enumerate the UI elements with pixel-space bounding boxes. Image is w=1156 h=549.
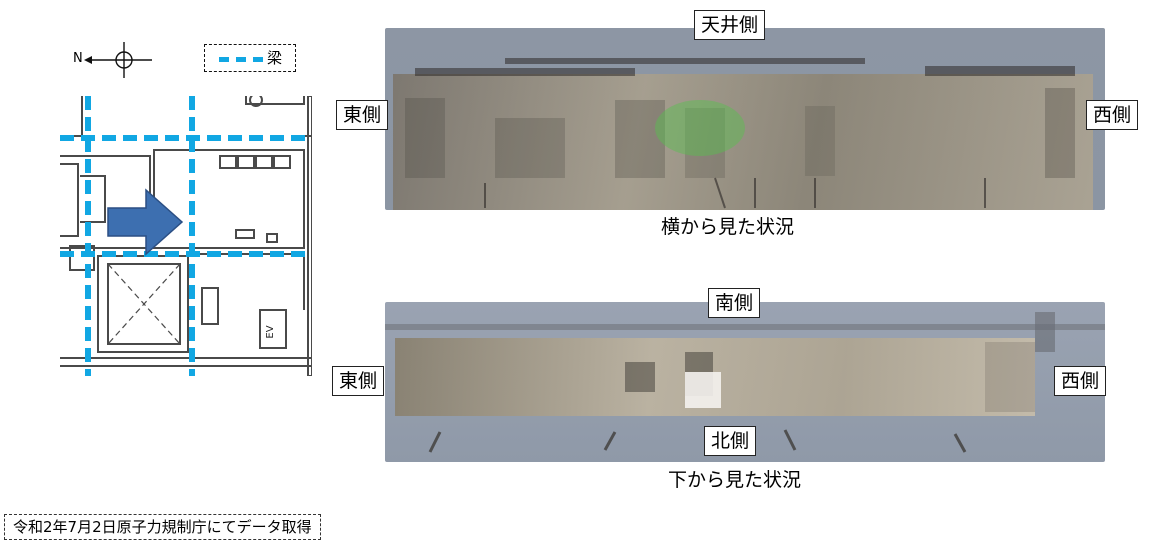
floor-plan: EV — [60, 96, 312, 376]
side-view-west-label: 西側 — [1086, 100, 1139, 130]
side-view-pointcloud — [385, 28, 1105, 210]
side-view-ceiling-label: 天井側 — [694, 10, 766, 40]
side-view-east-label: 東側 — [336, 100, 389, 130]
bottom-view-east-label: 東側 — [332, 366, 385, 396]
bottom-view-caption: 下から見た状況 — [668, 469, 802, 491]
beam-legend-label: 梁 — [267, 49, 283, 67]
bottom-view-north-label: 北側 — [704, 426, 757, 456]
north-arrow-icon — [84, 42, 152, 78]
view-direction-arrow-icon — [107, 188, 184, 256]
ev-label: EV — [265, 325, 276, 338]
side-view-caption: 横から見た状況 — [661, 216, 795, 238]
compass-north-label: N — [73, 51, 83, 66]
bottom-view-west-label: 西側 — [1054, 366, 1107, 396]
side-view-point-noise — [405, 58, 1075, 209]
data-source-note: 令和2年7月2日原子力規制庁にてデータ取得 — [4, 514, 321, 540]
bottom-view-south-label: 南側 — [708, 288, 761, 318]
beam-legend-swatch — [219, 57, 263, 62]
beam-legend: 梁 — [204, 44, 296, 72]
bottom-view-point-noise — [385, 312, 1105, 453]
